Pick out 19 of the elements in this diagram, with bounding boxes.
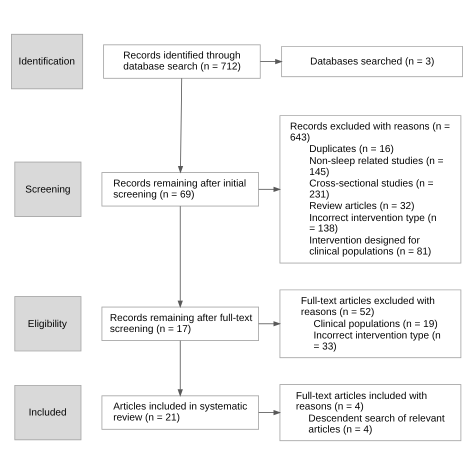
arrow (258, 320, 282, 326)
node-box: Full-text articles excluded with reasons (n = 52) Clinical populations (n = 19) Incorrect intervention type (n = 33) (280, 288, 462, 358)
arrow (178, 205, 183, 308)
node-box: Records excluded with reasons (n = 643) Duplicates (n = 16) Non-sleep related studies (n = 145) Cross-sectional studies (n = 231) Review articles (n = 32) Incorrect intervention type (n = 138) Intervention designed for clinical populations (n = 81) (280, 114, 462, 263)
node-box: Records remaining after initial screening (n = 69) (102, 172, 259, 206)
node-box: Records remaining after full-text screening (n = 17) (102, 306, 259, 340)
arrow (260, 58, 283, 64)
node-box: Databases searched (n = 3) (281, 46, 463, 77)
node-box: Records identified through database search (n = 712) (103, 44, 261, 78)
node-box: Eligibility (14, 296, 82, 351)
arrow (178, 77, 184, 174)
node-box: Screening (14, 161, 82, 216)
arrow (178, 340, 183, 396)
node-box: Articles included in systematic review (n = 21) (102, 394, 259, 430)
arrow (258, 409, 282, 415)
node-box: Identification (11, 33, 84, 89)
node-box: Full-text articles included with reasons (n = 4) Descendent search of relevant articles (n = 4) (280, 384, 462, 441)
arrow (258, 186, 282, 192)
node-box: Included (14, 384, 82, 440)
